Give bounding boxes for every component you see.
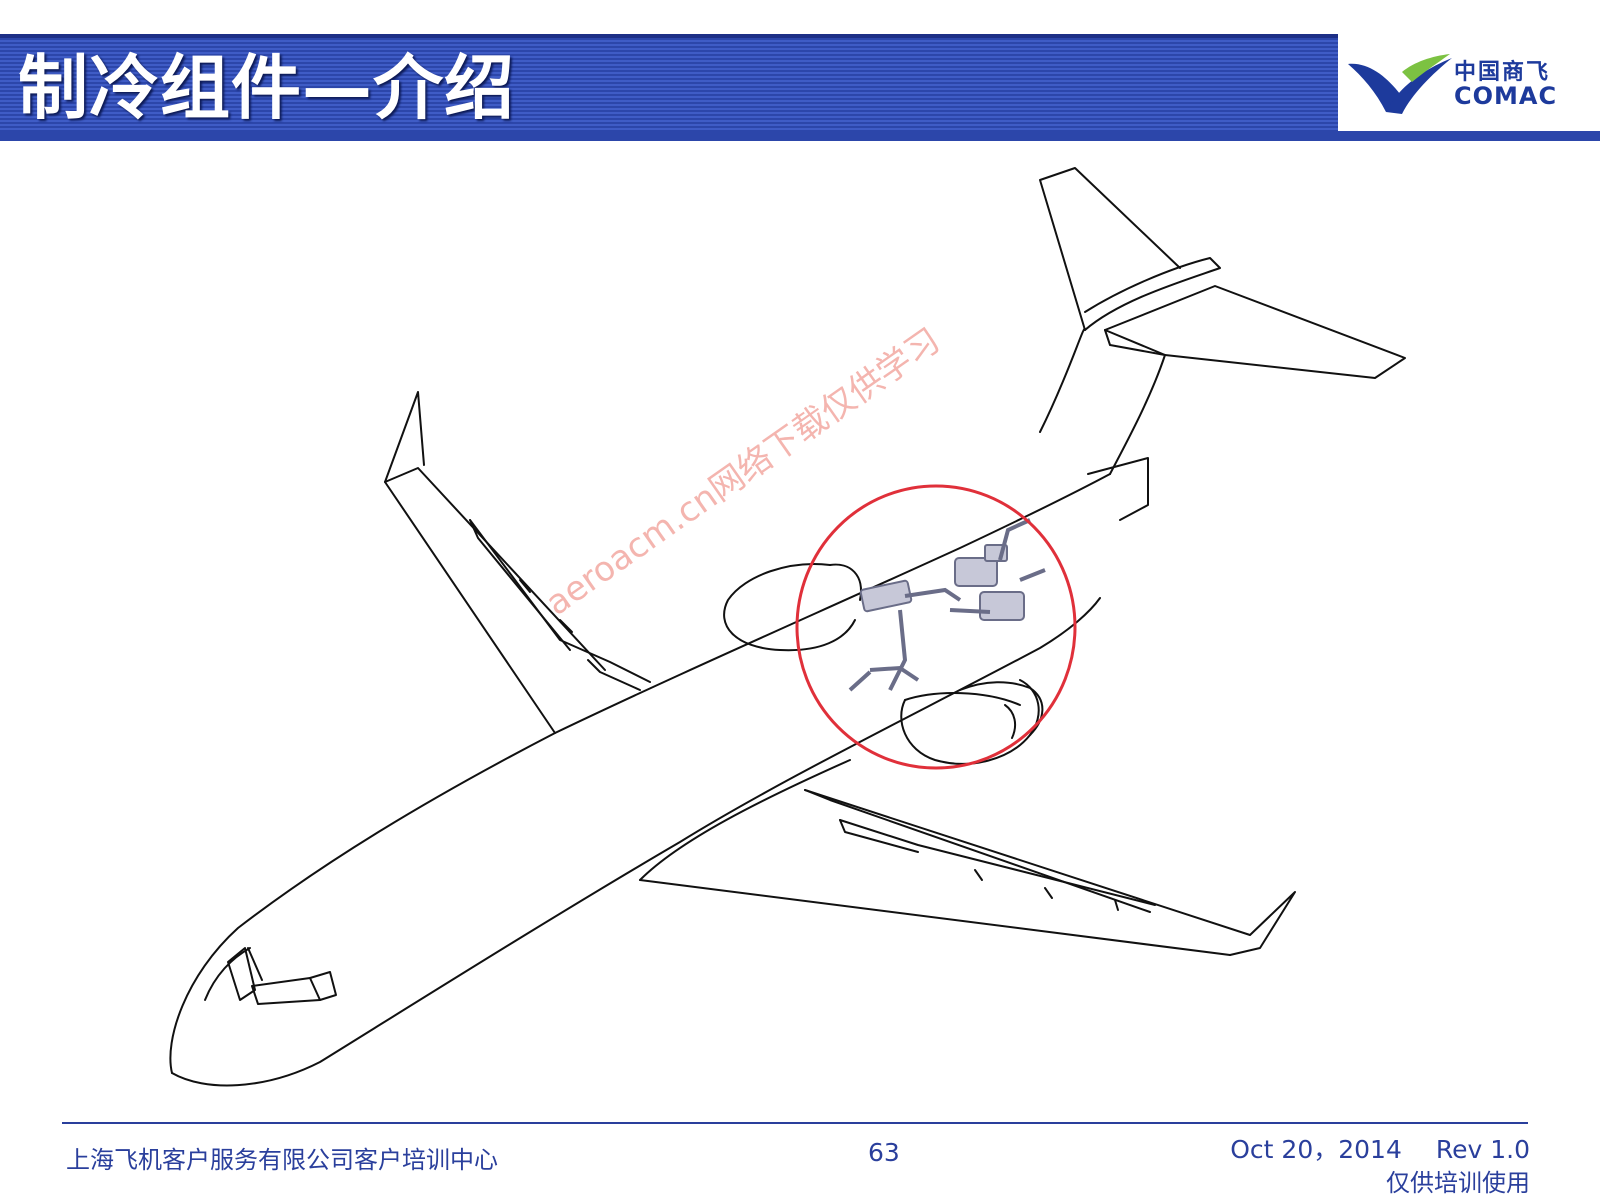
footer-divider: [62, 1122, 1528, 1124]
footer-organization: 上海飞机客户服务有限公司客户培训中心: [66, 1146, 498, 1174]
footer-revision: Rev 1.0: [1435, 1135, 1530, 1164]
header-divider: [0, 131, 1600, 141]
cooling-pack-highlight-circle: [795, 484, 1077, 770]
cooling-pack-components: [848, 518, 1046, 692]
comac-logo: 中国商飞 COMAC: [1338, 34, 1600, 131]
page-number: 63: [868, 1138, 900, 1167]
footer-date: Oct 20，2014: [1230, 1135, 1402, 1164]
comac-wing-icon: [1348, 54, 1452, 114]
logo-chinese-text: 中国商飞: [1454, 60, 1551, 85]
title-bar: 制冷组件—介绍: [0, 34, 1338, 135]
footer-training-note: 仅供培训使用: [1386, 1169, 1530, 1197]
slide-title: 制冷组件—介绍: [18, 47, 515, 129]
footer-date-revision: Oct 20，2014 Rev 1.0: [1230, 1130, 1530, 1166]
logo-english-text: COMAC: [1454, 82, 1558, 110]
aircraft-illustration: [169, 167, 1406, 1087]
